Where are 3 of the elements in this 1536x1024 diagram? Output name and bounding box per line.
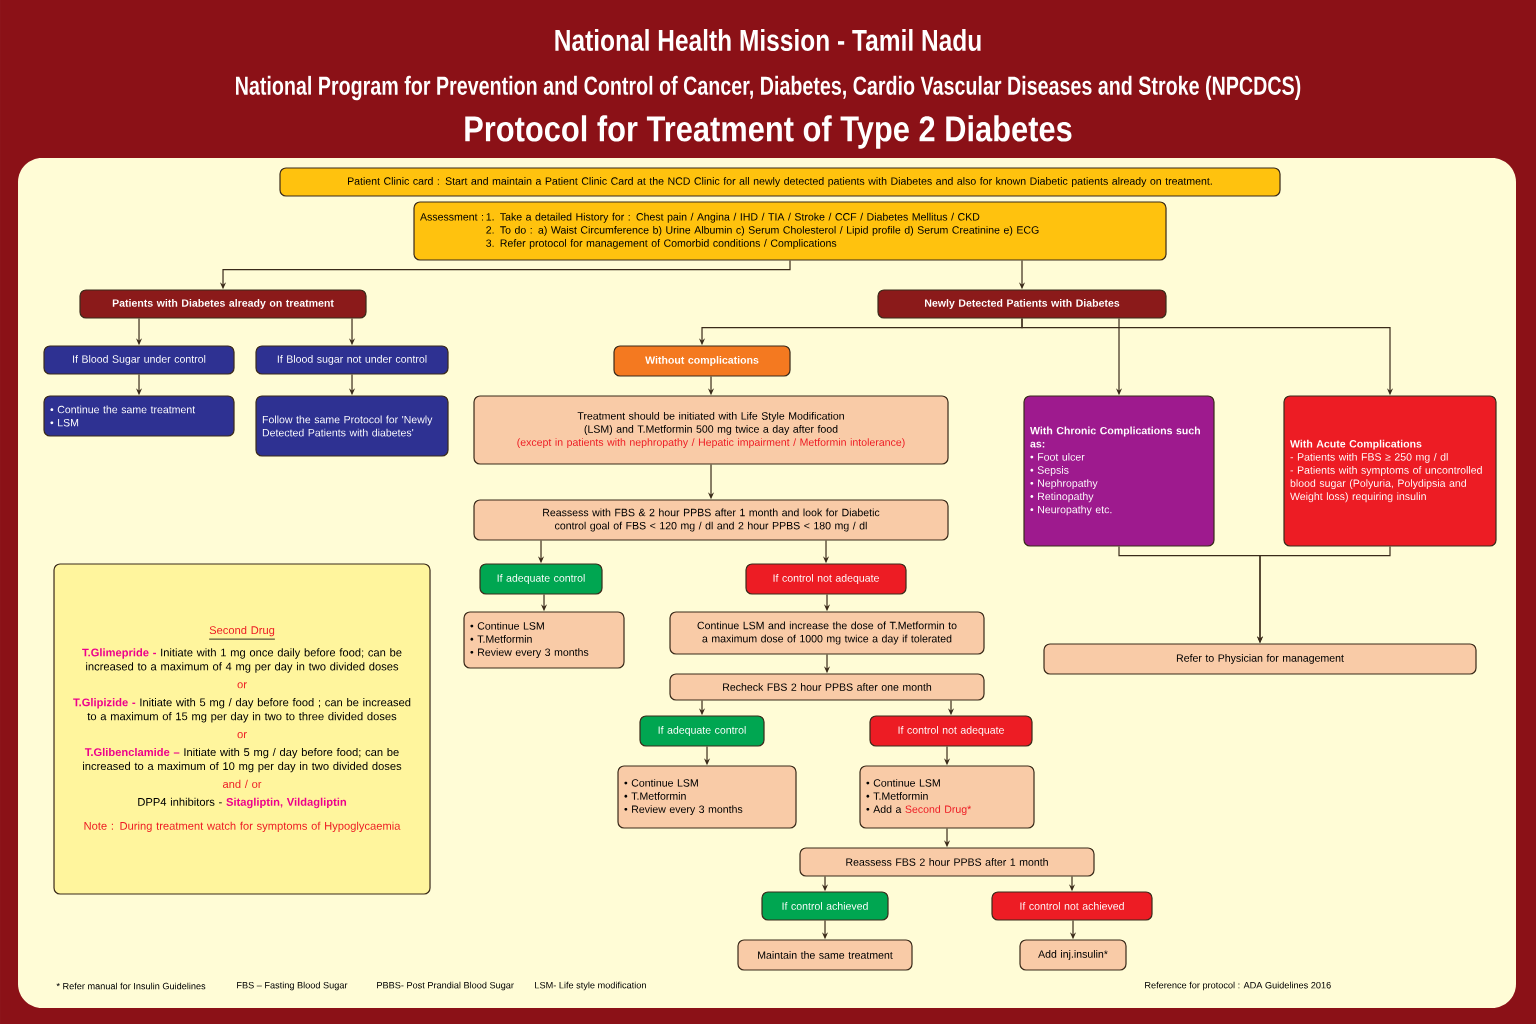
header-text: National Program for Prevention and Control of Cancer, Diabetes, Cardio Vascular Diseases and Stroke (NPCDCS): [236, 75, 1301, 101]
title: Protocol for Treatment of Type 2 Diabetes: [465, 115, 1072, 149]
header-text: National Health Mission - Tamil Nadu: [555, 29, 981, 51]
